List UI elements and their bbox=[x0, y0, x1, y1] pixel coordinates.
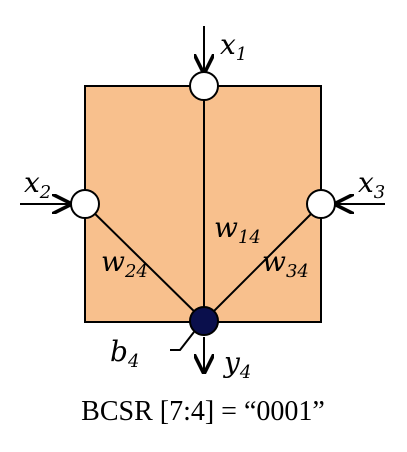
label-x3: x3 bbox=[358, 166, 385, 203]
label-w24: w24 bbox=[101, 245, 148, 282]
weight-line-w24 bbox=[84, 203, 205, 322]
bias-leader-line bbox=[170, 331, 195, 351]
weight-line-w34 bbox=[203, 203, 322, 322]
label-y4: y4 bbox=[222, 346, 251, 383]
input-node-x1 bbox=[189, 71, 219, 101]
label-b4: b4 bbox=[110, 335, 139, 372]
label-x1: x1 bbox=[220, 28, 247, 65]
input-node-x2 bbox=[70, 189, 100, 219]
caption: BCSR [7:4] = “0001” bbox=[81, 396, 325, 427]
output-node-y4 bbox=[189, 306, 219, 336]
label-w34: w34 bbox=[262, 245, 309, 282]
label-x2: x2 bbox=[24, 166, 51, 203]
label-w14: w14 bbox=[214, 211, 261, 248]
input-node-x3 bbox=[306, 189, 336, 219]
